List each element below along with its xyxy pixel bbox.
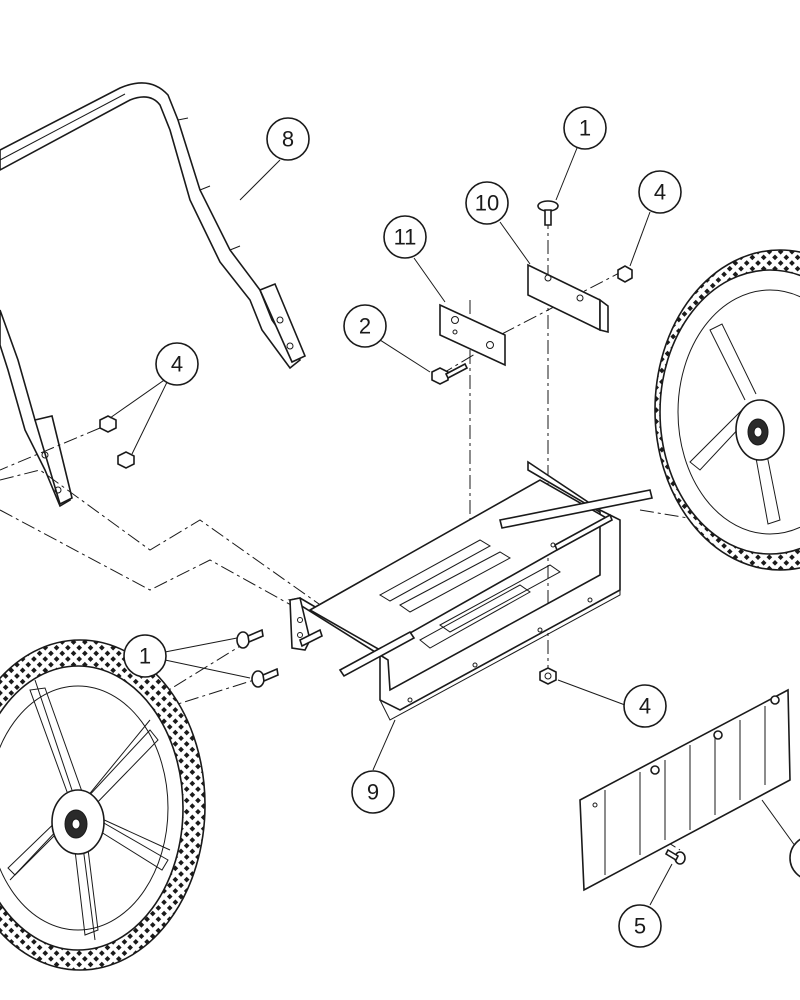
callout-circle-partial	[789, 838, 800, 878]
frame-part	[287, 460, 653, 721]
callout-1-top: 1	[563, 106, 607, 150]
callout-1-left: 1	[123, 634, 167, 678]
nut-bottom	[539, 667, 557, 685]
wheel-left	[0, 639, 206, 971]
svg-text:8: 8	[282, 127, 294, 152]
leader-8	[239, 159, 281, 201]
handle-part	[0, 82, 307, 508]
assembly-line-3	[0, 427, 101, 471]
bracket-part-11	[439, 303, 506, 367]
callout-9: 9	[351, 770, 395, 814]
leader-10	[499, 221, 531, 265]
leader-1-top	[555, 147, 578, 201]
callout-10: 10	[465, 181, 509, 225]
callout-4-bottom: 4	[623, 684, 667, 728]
leader-9	[372, 719, 396, 771]
leader-11	[413, 257, 446, 303]
leader-2	[379, 339, 431, 373]
svg-text:1: 1	[139, 644, 151, 669]
svg-text:10: 10	[475, 191, 499, 216]
leader-5	[649, 863, 673, 906]
svg-text:2: 2	[359, 314, 371, 339]
pin-part-5	[664, 848, 686, 865]
callout-5: 5	[618, 904, 662, 948]
guard-panel	[579, 688, 791, 892]
svg-text:4: 4	[654, 180, 666, 205]
carriage-bolt-left-1	[236, 628, 264, 649]
svg-text:4: 4	[639, 694, 651, 719]
leader-right-edge	[761, 799, 799, 851]
svg-text:5: 5	[634, 914, 646, 939]
carriage-bolt-top	[537, 200, 559, 226]
assembly-line-1	[0, 469, 371, 641]
assembly-line-2	[0, 509, 301, 611]
leader-4-left	[109, 375, 171, 455]
nut-left-upper	[99, 415, 117, 433]
svg-text:11: 11	[394, 225, 417, 250]
bracket-part-10	[527, 263, 609, 334]
callout-2: 2	[343, 304, 387, 348]
nut-top-right	[617, 265, 633, 283]
svg-text:4: 4	[171, 352, 183, 377]
screw-part-2	[431, 362, 469, 385]
wheel-right	[654, 249, 800, 571]
callout-4-top: 4	[638, 170, 682, 214]
callout-8: 8	[266, 117, 310, 161]
leader-4-bottom	[557, 679, 626, 706]
leader-1-left	[164, 637, 251, 679]
leader-4-top	[629, 211, 651, 267]
carriage-bolt-left-2	[251, 667, 279, 688]
callout-11: 11	[383, 215, 427, 259]
callout-4-left: 4	[155, 342, 199, 386]
svg-text:9: 9	[367, 780, 379, 805]
svg-text:1: 1	[579, 116, 591, 141]
assembly-line-7	[439, 344, 491, 376]
nut-left-lower	[117, 451, 135, 469]
